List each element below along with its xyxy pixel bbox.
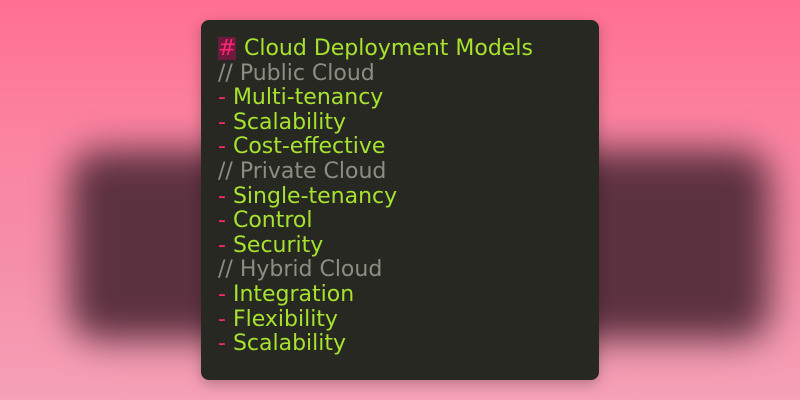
list-item: - Control — [218, 208, 533, 234]
bullet-dash: - — [218, 109, 226, 135]
list-item: - Scalability — [218, 109, 533, 136]
section-comment-public: // Public Cloud — [218, 60, 375, 86]
bullet-dash: - — [218, 232, 226, 258]
bullet-dash: - — [218, 85, 226, 111]
hash-heading-icon: # — [218, 36, 237, 61]
heading-line: # Cloud Deployment Models — [218, 36, 533, 62]
list-item: - Flexibility — [218, 306, 533, 333]
bullet-dash: - — [218, 183, 226, 209]
bullet-dash: - — [218, 281, 226, 307]
bullet-dash: - — [218, 306, 226, 332]
list-item: - Single-tenancy — [218, 183, 533, 210]
bullet-dash: - — [218, 208, 226, 234]
document-heading: Cloud Deployment Models — [244, 36, 533, 61]
list-item-text: Single-tenancy — [232, 183, 398, 209]
list-item-text: Scalability — [232, 331, 347, 357]
code-lines: # Cloud Deployment Models // Public Cloud… — [218, 36, 533, 357]
list-item-text: Integration — [232, 281, 355, 307]
section-comment-private: // Private Cloud — [218, 158, 387, 184]
list-item-text: Multi-tenancy — [232, 85, 384, 111]
list-item: - Security — [218, 232, 533, 259]
code-editor-panel: # Cloud Deployment Models // Public Cloud… — [201, 20, 599, 380]
bullet-dash: - — [218, 331, 226, 357]
list-item-text: Security — [232, 232, 324, 258]
list-item: - Cost-effective — [218, 135, 533, 160]
list-item: - Integration — [218, 281, 533, 308]
list-item-text: Cost-effective — [232, 134, 386, 160]
list-item-text: Scalability — [232, 109, 347, 135]
list-item-text: Control — [232, 208, 313, 234]
bullet-dash: - — [218, 134, 226, 160]
list-item-text: Flexibility — [232, 306, 338, 332]
list-item: - Multi-tenancy — [218, 85, 533, 111]
list-item: - Scalability — [218, 331, 533, 357]
section-comment-hybrid: // Hybrid Cloud — [218, 257, 383, 283]
